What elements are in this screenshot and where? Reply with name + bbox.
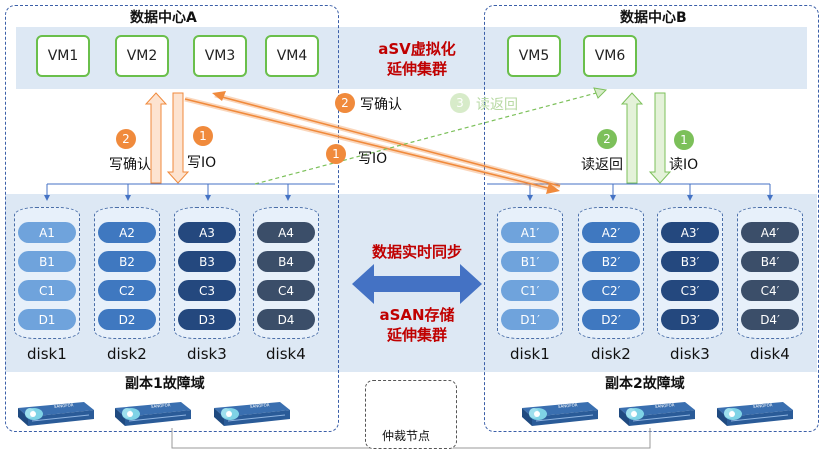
step-b-read-io-circle: 1: [674, 130, 694, 150]
asv-cluster-label-line2: 延伸集群: [386, 60, 447, 78]
fault-domain-a-label: 副本1故障域: [125, 376, 205, 392]
server-rack-icon[interactable]: SANGFOR: [14, 398, 96, 432]
disk-label-b-3: disk3: [670, 345, 710, 363]
data-block-b-3-4[interactable]: D3′: [661, 309, 719, 330]
vm-3[interactable]: VM3: [193, 35, 247, 77]
server-brand-text: SANGFOR: [54, 402, 74, 409]
data-block-b-2-4[interactable]: D2′: [582, 309, 640, 330]
data-block-a-3-2[interactable]: B3: [178, 251, 236, 272]
data-block-a-2-1[interactable]: A2: [98, 222, 156, 243]
step-a-write-circle: 1: [193, 126, 213, 146]
data-block-a-1-2[interactable]: B1: [18, 251, 76, 272]
asan-cluster-label-line1: aSAN存储: [379, 306, 455, 324]
server-rack-icon[interactable]: SANGFOR: [210, 398, 292, 432]
server-rack-icon[interactable]: SANGFOR: [518, 398, 600, 432]
data-block-a-3-4[interactable]: D3: [178, 309, 236, 330]
data-block-a-4-1[interactable]: A4: [257, 222, 315, 243]
data-block-b-1-1[interactable]: A1′: [501, 222, 559, 243]
vm-6[interactable]: VM6: [583, 35, 637, 77]
write-ack-label-mid: 写确认: [360, 97, 402, 113]
sync-label: 数据实时同步: [371, 243, 462, 261]
write-io-label-a: 写IO: [187, 155, 217, 171]
server-brand-text: SANGFOR: [151, 402, 171, 409]
server-rack-icon[interactable]: SANGFOR: [713, 398, 795, 432]
write-io-arrow-a: [166, 92, 190, 184]
step-a-ack-circle: 2: [116, 129, 136, 149]
read-back-arrow-b: [620, 92, 644, 184]
server-brand-text: SANGFOR: [250, 402, 270, 409]
disk-label-a-1: disk1: [27, 345, 67, 363]
data-block-a-2-4[interactable]: D2: [98, 309, 156, 330]
distribution-lines-a: [44, 183, 335, 201]
data-block-a-4-3[interactable]: C4: [257, 280, 315, 301]
asan-cluster-label: aSAN存储 延伸集群: [362, 305, 472, 345]
server-rack-icon[interactable]: SANGFOR: [111, 398, 193, 432]
data-block-a-3-3[interactable]: C3: [178, 280, 236, 301]
write-io-label-mid: 写IO: [358, 151, 388, 167]
datacenter-b-title: 数据中心B: [620, 10, 687, 26]
data-block-b-2-2[interactable]: B2′: [582, 251, 640, 272]
data-block-b-4-4[interactable]: D4′: [741, 309, 799, 330]
data-block-a-1-1[interactable]: A1: [18, 222, 76, 243]
vm-4[interactable]: VM4: [265, 35, 319, 77]
data-block-b-1-2[interactable]: B1′: [501, 251, 559, 272]
read-back-label-mid: 读返回: [476, 97, 518, 113]
disk-label-a-4: disk4: [266, 345, 306, 363]
step-mid-write-circle: 1: [326, 144, 346, 164]
data-block-a-1-4[interactable]: D1: [18, 309, 76, 330]
write-ack-arrow-a: [144, 92, 168, 184]
data-block-b-3-3[interactable]: C3′: [661, 280, 719, 301]
cross-write-io-arrow: [184, 96, 560, 194]
server-rack-icon[interactable]: SANGFOR: [615, 398, 697, 432]
data-block-a-4-4[interactable]: D4: [257, 309, 315, 330]
step-mid-ack-circle: 2: [335, 93, 355, 113]
vm-5[interactable]: VM5: [507, 35, 561, 77]
vm-1[interactable]: VM1: [36, 35, 90, 77]
data-block-b-2-1[interactable]: A2′: [582, 222, 640, 243]
fault-domain-b-label: 副本2故障域: [605, 376, 685, 392]
data-block-b-4-3[interactable]: C4′: [741, 280, 799, 301]
datacenter-b-box: [484, 5, 819, 432]
vm-2[interactable]: VM2: [115, 35, 169, 77]
data-block-b-4-1[interactable]: A4′: [741, 222, 799, 243]
read-io-arrow-b: [648, 92, 672, 184]
data-block-a-2-3[interactable]: C2: [98, 280, 156, 301]
data-block-a-3-1[interactable]: A3: [178, 222, 236, 243]
disk-label-b-4: disk4: [750, 345, 790, 363]
disk-label-b-1: disk1: [510, 345, 550, 363]
data-block-b-1-4[interactable]: D1′: [501, 309, 559, 330]
asv-cluster-label: aSV虚拟化 延伸集群: [362, 39, 472, 79]
datacenter-a-title: 数据中心A: [130, 10, 197, 26]
read-back-label-b: 读返回: [581, 157, 623, 173]
sync-double-arrow: [352, 264, 482, 304]
data-block-b-3-2[interactable]: B3′: [661, 251, 719, 272]
cross-read-back-arrow: [254, 87, 608, 185]
disk-label-b-2: disk2: [591, 345, 631, 363]
data-block-b-1-3[interactable]: C1′: [501, 280, 559, 301]
data-block-b-4-2[interactable]: B4′: [741, 251, 799, 272]
server-brand-text: SANGFOR: [655, 402, 675, 409]
server-brand-text: SANGFOR: [558, 402, 578, 409]
data-block-a-4-2[interactable]: B4: [257, 251, 315, 272]
data-block-b-2-3[interactable]: C2′: [582, 280, 640, 301]
asv-cluster-label-line1: aSV虚拟化: [378, 40, 456, 58]
step-mid-read-back-circle: 3: [450, 93, 470, 113]
asan-cluster-label-line2: 延伸集群: [386, 326, 447, 344]
arbiter-node-box: [365, 380, 457, 449]
arbiter-node-label: 仲裁节点: [382, 429, 431, 443]
step-b-read-back-circle: 2: [597, 129, 617, 149]
data-block-a-1-3[interactable]: C1: [18, 280, 76, 301]
read-io-label-b: 读IO: [669, 157, 699, 173]
data-block-a-2-2[interactable]: B2: [98, 251, 156, 272]
write-ack-label-a: 写确认: [109, 157, 151, 173]
disk-label-a-2: disk2: [107, 345, 147, 363]
data-block-b-3-1[interactable]: A3′: [661, 222, 719, 243]
cross-write-ack-arrow: [212, 91, 561, 189]
server-brand-text: SANGFOR: [753, 402, 773, 409]
disk-label-a-3: disk3: [187, 345, 227, 363]
